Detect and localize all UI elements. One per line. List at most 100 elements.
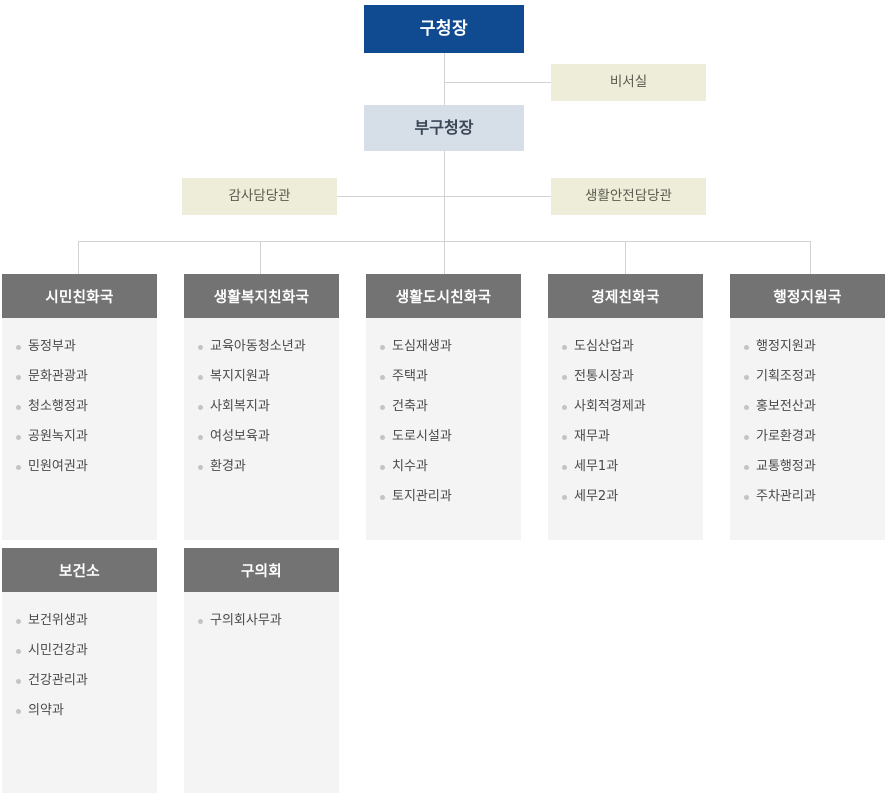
division-header[interactable]: 경제친화국 — [548, 274, 703, 318]
list-item[interactable]: 시민건강과 — [2, 636, 157, 666]
node-secretariat-label: 비서실 — [609, 74, 648, 91]
list-item[interactable]: 여성보육과 — [184, 422, 339, 452]
list-item-label: 세무1과 — [574, 459, 619, 474]
division-title: 보건소 — [59, 563, 100, 580]
list-item[interactable]: 전통시장과 — [548, 362, 703, 392]
node-deputy-head[interactable]: 부구청장 — [364, 105, 524, 151]
list-item[interactable]: 동정부과 — [2, 332, 157, 362]
node-head-label: 구청장 — [419, 18, 469, 39]
list-item[interactable]: 토지관리과 — [366, 482, 521, 512]
division-title: 경제친화국 — [591, 289, 660, 306]
list-item-label: 도로시설과 — [392, 429, 452, 444]
list-item-label: 교통행정과 — [756, 459, 816, 474]
bullet-icon — [380, 374, 385, 380]
node-deputy-label: 부구청장 — [414, 118, 474, 138]
node-audit-officer[interactable]: 감사담당관 — [182, 178, 337, 215]
division-item-list: 보건위생과 시민건강과 건강관리과 의약과 — [2, 592, 157, 793]
bullet-icon — [198, 618, 203, 624]
list-item[interactable]: 구의회사무과 — [184, 606, 339, 636]
bullet-icon — [198, 344, 203, 350]
list-item[interactable]: 사회복지과 — [184, 392, 339, 422]
division-title: 생활도시친화국 — [395, 289, 492, 306]
node-secretariat[interactable]: 비서실 — [551, 64, 706, 101]
division-item-list: 도심재생과 주택과 건축과 도로시설과 치수과 토지관리과 — [366, 318, 521, 540]
list-item-label: 주차관리과 — [756, 489, 816, 504]
list-item-label: 공원녹지과 — [28, 429, 88, 444]
list-item[interactable]: 청소행정과 — [2, 392, 157, 422]
list-item[interactable]: 가로환경과 — [730, 422, 885, 452]
division-title: 행정지원국 — [773, 289, 842, 306]
list-item[interactable]: 교육아동청소년과 — [184, 332, 339, 362]
list-item-label: 사회적경제과 — [574, 399, 646, 414]
division-column-economy: 경제친화국 도심산업과 전통시장과 사회적경제과 재무과 세무1과 세무2과 — [548, 274, 703, 540]
list-item[interactable]: 도로시설과 — [366, 422, 521, 452]
list-item[interactable]: 재무과 — [548, 422, 703, 452]
bullet-icon — [562, 344, 567, 350]
node-head-of-district[interactable]: 구청장 — [364, 5, 524, 53]
division-header[interactable]: 시민친화국 — [2, 274, 157, 318]
list-item[interactable]: 건축과 — [366, 392, 521, 422]
list-item-label: 복지지원과 — [210, 369, 270, 384]
list-item[interactable]: 보건위생과 — [2, 606, 157, 636]
list-item-label: 치수과 — [392, 459, 428, 474]
list-item[interactable]: 건강관리과 — [2, 666, 157, 696]
bullet-icon — [380, 494, 385, 500]
division-header[interactable]: 생활복지친화국 — [184, 274, 339, 318]
list-item-label: 교육아동청소년과 — [210, 339, 306, 354]
bullet-icon — [16, 648, 21, 654]
connector-division-drop-2 — [260, 241, 261, 274]
list-item[interactable]: 사회적경제과 — [548, 392, 703, 422]
list-item[interactable]: 홍보전산과 — [730, 392, 885, 422]
connector-head-to-deputy — [444, 53, 445, 105]
connector-to-secretariat — [444, 82, 551, 83]
division-header[interactable]: 보건소 — [2, 548, 157, 592]
list-item[interactable]: 주차관리과 — [730, 482, 885, 512]
list-item[interactable]: 행정지원과 — [730, 332, 885, 362]
bullet-icon — [562, 434, 567, 440]
list-item[interactable]: 치수과 — [366, 452, 521, 482]
division-item-list: 구의회사무과 — [184, 592, 339, 793]
list-item[interactable]: 주택과 — [366, 362, 521, 392]
list-item-label: 주택과 — [392, 369, 428, 384]
division-column-urban: 생활도시친화국 도심재생과 주택과 건축과 도로시설과 치수과 토지관리과 — [366, 274, 521, 540]
list-item[interactable]: 의약과 — [2, 696, 157, 726]
list-item[interactable]: 공원녹지과 — [2, 422, 157, 452]
division-title: 생활복지친화국 — [213, 289, 310, 306]
bullet-icon — [380, 344, 385, 350]
list-item[interactable]: 세무2과 — [548, 482, 703, 512]
bullet-icon — [562, 464, 567, 470]
list-item-label: 기획조정과 — [756, 369, 816, 384]
list-item[interactable]: 교통행정과 — [730, 452, 885, 482]
division-header[interactable]: 행정지원국 — [730, 274, 885, 318]
list-item-label: 동정부과 — [28, 339, 76, 354]
list-item[interactable]: 문화관광과 — [2, 362, 157, 392]
division-column-welfare: 생활복지친화국 교육아동청소년과 복지지원과 사회복지과 여성보육과 환경과 — [184, 274, 339, 540]
list-item[interactable]: 도심산업과 — [548, 332, 703, 362]
division-title: 시민친화국 — [45, 289, 114, 306]
list-item-label: 건강관리과 — [28, 673, 88, 688]
node-audit-officer-label: 감사담당관 — [228, 188, 291, 205]
connector-division-drop-3 — [444, 241, 445, 274]
list-item-label: 도심산업과 — [574, 339, 634, 354]
bullet-icon — [744, 404, 749, 410]
list-item-label: 재무과 — [574, 429, 610, 444]
bullet-icon — [16, 464, 21, 470]
list-item-label: 홍보전산과 — [756, 399, 816, 414]
list-item[interactable]: 도심재생과 — [366, 332, 521, 362]
list-item[interactable]: 기획조정과 — [730, 362, 885, 392]
division-header[interactable]: 생활도시친화국 — [366, 274, 521, 318]
bullet-icon — [16, 344, 21, 350]
bullet-icon — [744, 374, 749, 380]
list-item[interactable]: 민원여권과 — [2, 452, 157, 482]
list-item[interactable]: 세무1과 — [548, 452, 703, 482]
division-item-list: 동정부과 문화관광과 청소행정과 공원녹지과 민원여권과 — [2, 318, 157, 540]
list-item-label: 구의회사무과 — [210, 613, 282, 628]
node-safety-officer[interactable]: 생활안전담당관 — [551, 178, 706, 215]
list-item-label: 도심재생과 — [392, 339, 452, 354]
list-item[interactable]: 환경과 — [184, 452, 339, 482]
bullet-icon — [16, 374, 21, 380]
division-header[interactable]: 구의회 — [184, 548, 339, 592]
list-item[interactable]: 복지지원과 — [184, 362, 339, 392]
list-item-label: 시민건강과 — [28, 643, 88, 658]
